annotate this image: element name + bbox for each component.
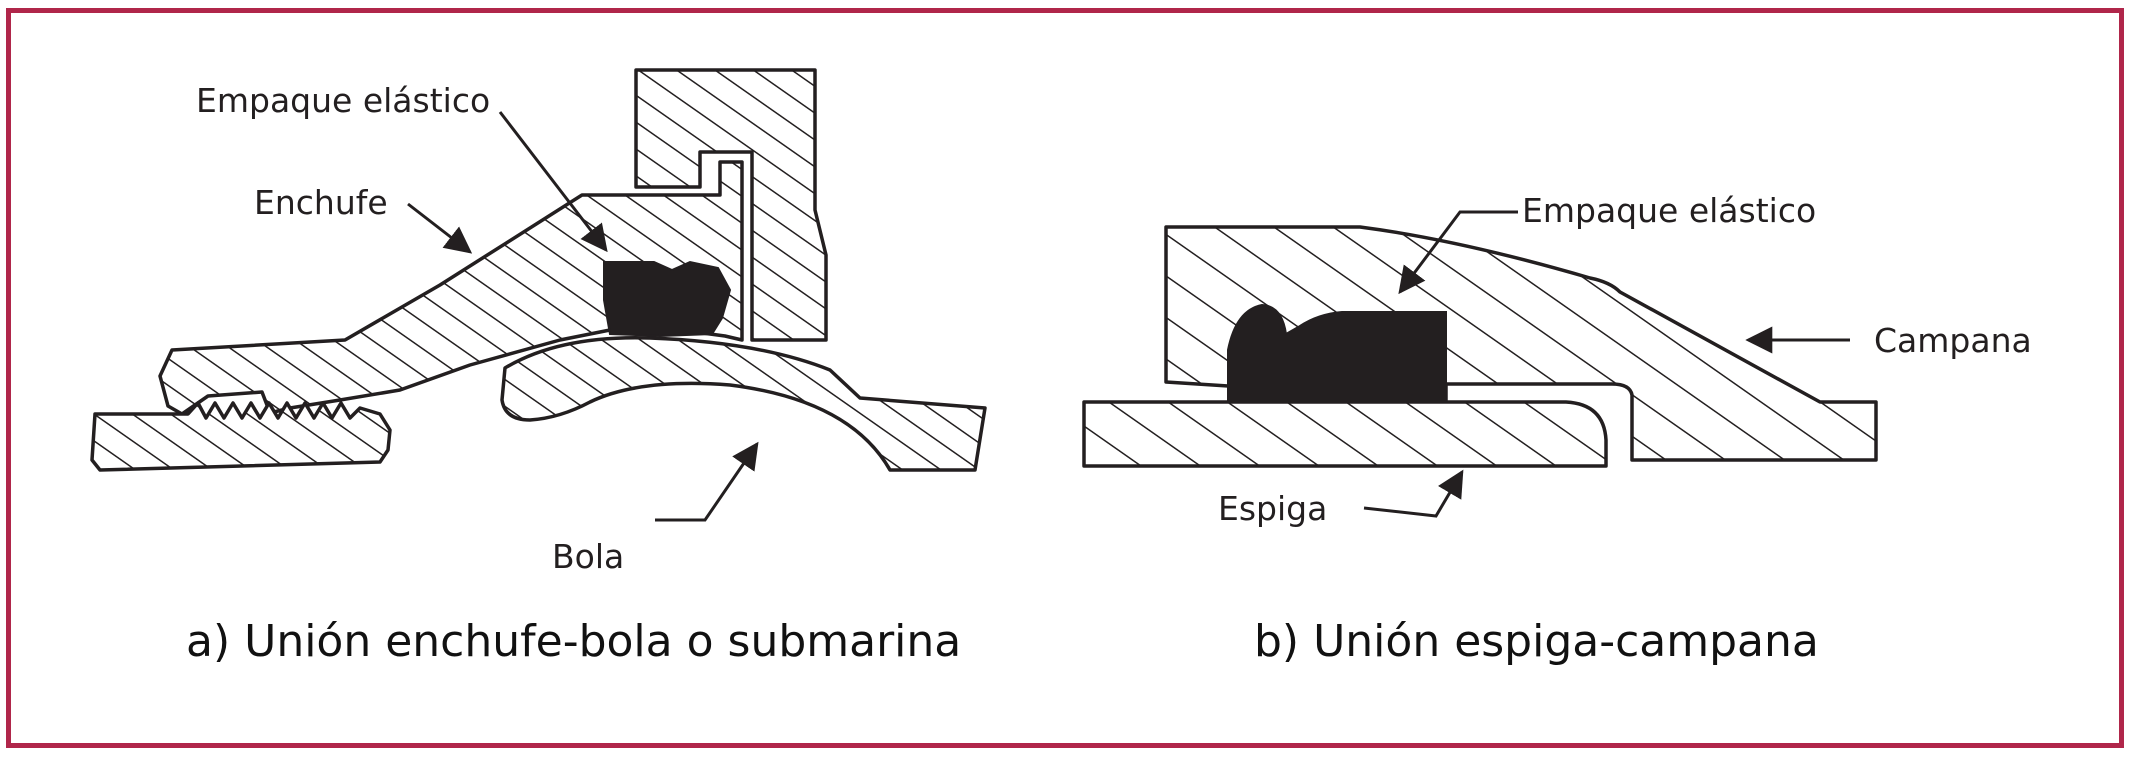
gasket-a: [603, 260, 732, 338]
label-ball: Bola: [552, 537, 624, 576]
label-socket: Enchufe: [254, 183, 388, 222]
caption-a: a) Unión enchufe-bola o submarina: [186, 616, 961, 667]
socket-housing: [634, 68, 828, 342]
leader-gasket-a: [498, 111, 608, 253]
label-gasket-a: Empaque elástico: [196, 81, 490, 120]
leader-gasket-b: [1398, 210, 1518, 295]
leader-ball: [655, 441, 759, 522]
ball-pipe: [500, 336, 987, 472]
diagram-a: Empaque elástico Enchufe Bola a) Unión e…: [90, 68, 987, 667]
gasket-b: [1227, 303, 1447, 403]
label-bell: Campana: [1874, 321, 2032, 360]
leader-spigot: [1363, 469, 1464, 518]
label-gasket-b: Empaque elástico: [1522, 191, 1816, 230]
leader-socket: [407, 202, 473, 254]
label-spigot: Espiga: [1218, 489, 1327, 528]
threaded-pipe: [90, 401, 392, 472]
spigot-pipe: [1082, 400, 1608, 468]
caption-b: b) Unión espiga-campana: [1254, 616, 1819, 667]
diagram-b: Empaque elástico Campana Espiga b) Unión…: [1082, 191, 2032, 667]
